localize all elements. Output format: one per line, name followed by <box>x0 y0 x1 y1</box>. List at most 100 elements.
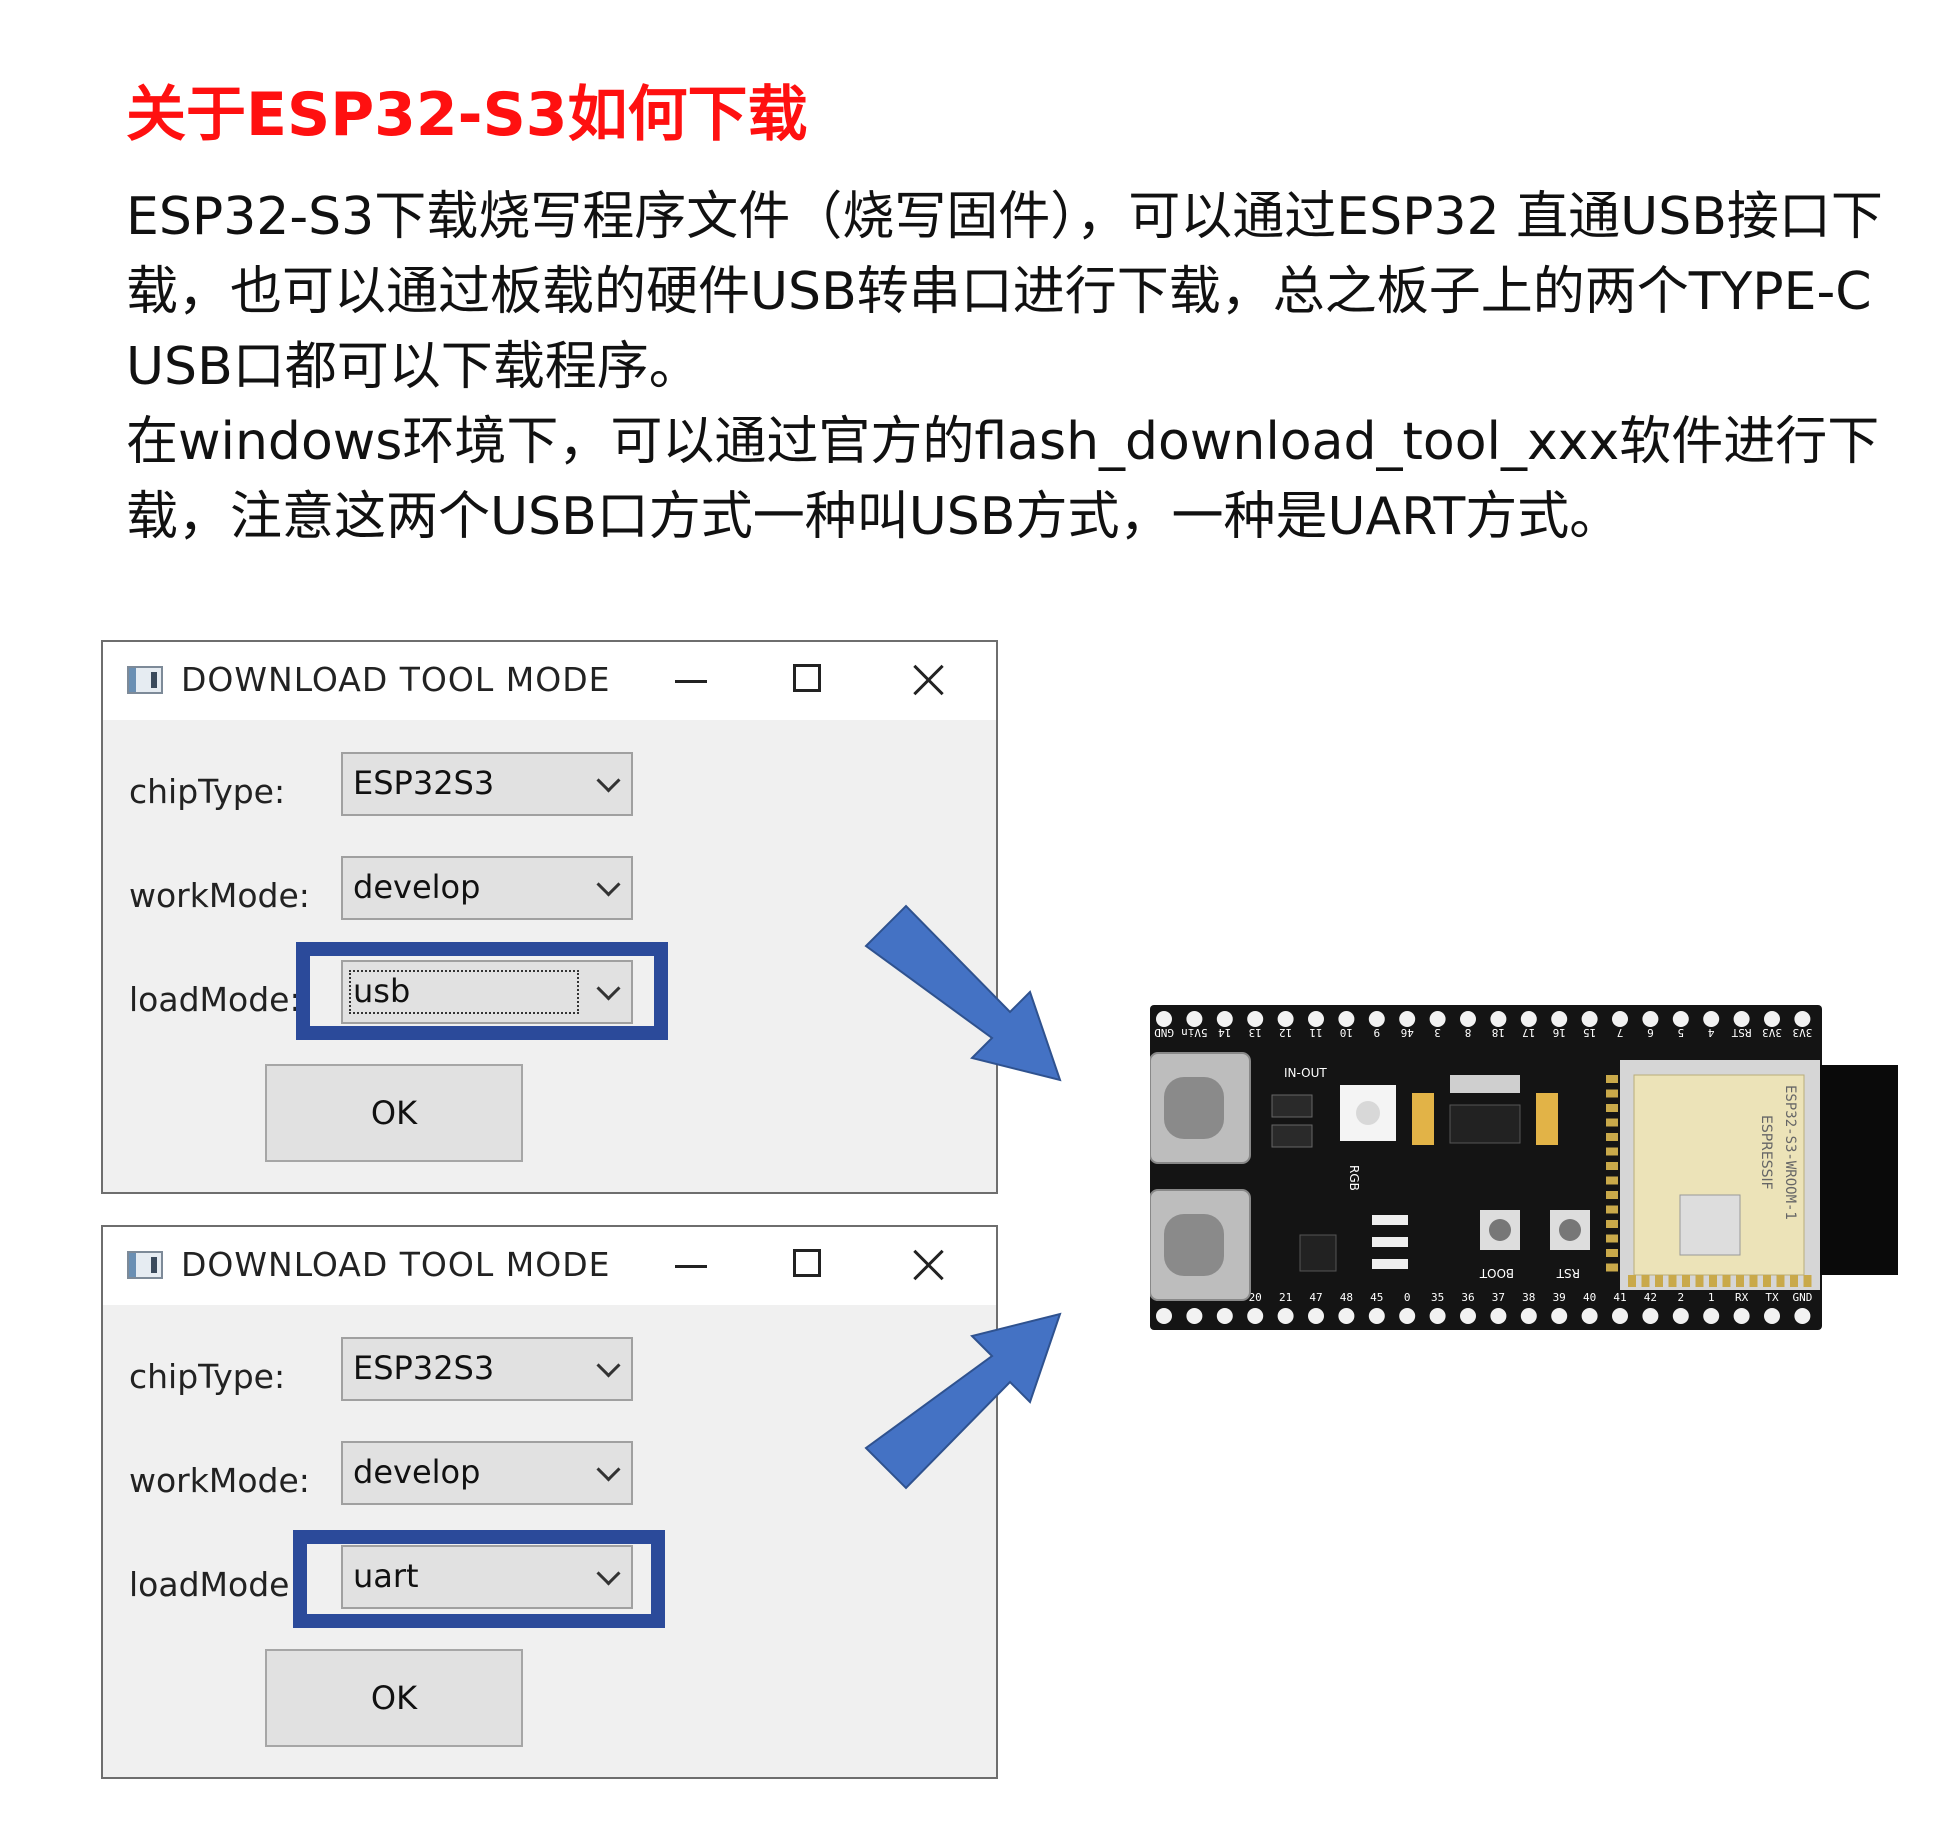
bottom-pin-label: 20 <box>1249 1291 1262 1304</box>
boot-label: BOOT <box>1479 1266 1514 1280</box>
top-pin-label: 18 <box>1492 1026 1505 1039</box>
pin-hole <box>1216 1308 1233 1324</box>
windows-paragraph: 在windows环境下，可以通过官方的flash_download_tool_x… <box>126 412 1880 547</box>
chiptype-label: chipType: <box>129 772 286 811</box>
module-pad <box>1749 1275 1758 1287</box>
loadmode-select[interactable]: uart <box>341 1545 633 1609</box>
loadmode-label: loadMode <box>129 1565 290 1604</box>
chevron-down-icon <box>596 768 621 793</box>
top-pin-label: 13 <box>1249 1026 1262 1039</box>
bottom-pin-label: 39 <box>1553 1291 1566 1304</box>
pin-hole <box>1277 1308 1294 1324</box>
top-pin-label: 46 <box>1401 1026 1414 1039</box>
module-pad <box>1682 1275 1690 1287</box>
pin-hole <box>1764 1308 1780 1324</box>
top-pin-label: 17 <box>1522 1026 1535 1039</box>
top-pin-label: RST <box>1731 1026 1751 1039</box>
module-pad <box>1722 1275 1731 1287</box>
pin-hole <box>1520 1011 1537 1027</box>
module-pad <box>1606 1133 1618 1141</box>
loadmode-select[interactable]: usb <box>341 960 633 1024</box>
pin-hole <box>1551 1308 1568 1324</box>
pin-hole <box>1429 1308 1446 1324</box>
module-pad <box>1606 1205 1618 1214</box>
module-pad <box>1606 1162 1618 1170</box>
dialog-title: DOWNLOAD TOOL MODE <box>181 660 611 699</box>
bottom-pin-labels: GNDGND1920214748450353637383940414221RXT… <box>1154 1291 1812 1304</box>
bottom-pin-label: 35 <box>1431 1291 1444 1304</box>
ok-button[interactable]: OK <box>265 1649 523 1747</box>
pin-hole <box>1612 1011 1628 1027</box>
top-pin-label: 12 <box>1279 1026 1292 1039</box>
close-button[interactable] <box>901 1237 961 1293</box>
bottom-pin-label: 41 <box>1613 1291 1626 1304</box>
bottom-pin-label: 0 <box>1404 1291 1411 1304</box>
chevron-down-icon <box>596 1457 621 1482</box>
pin-hole <box>1703 1011 1720 1027</box>
dialog-titlebar: DOWNLOAD TOOL MODE <box>103 642 996 720</box>
module-pad <box>1606 1104 1618 1112</box>
pin-hole <box>1368 1308 1385 1324</box>
module-pad <box>1695 1275 1704 1287</box>
minimize-button[interactable] <box>663 652 723 708</box>
dialog-titlebar: DOWNLOAD TOOL MODE <box>103 1227 996 1305</box>
chiptype-value: ESP32S3 <box>353 764 495 802</box>
module-pad <box>1606 1220 1618 1228</box>
pin-hole <box>1308 1308 1324 1324</box>
ok-button[interactable]: OK <box>265 1064 523 1162</box>
top-pin-label: 3 <box>1434 1026 1441 1039</box>
pin-hole <box>1520 1308 1537 1324</box>
minimize-button[interactable] <box>663 1237 723 1293</box>
top-pin-label: 11 <box>1309 1026 1322 1039</box>
pin-hole <box>1216 1011 1233 1027</box>
pin-hole <box>1338 1011 1355 1027</box>
maximize-icon <box>793 1249 821 1277</box>
workmode-select[interactable]: develop <box>341 856 633 920</box>
pin-hole <box>1733 1011 1750 1027</box>
chiptype-select[interactable]: ESP32S3 <box>341 1337 633 1401</box>
module-pad <box>1606 1191 1618 1199</box>
top-pin-label: 10 <box>1340 1026 1353 1039</box>
bottom-pin-label: 1 <box>1708 1291 1715 1304</box>
loadmode-value: usb <box>353 972 411 1010</box>
pin-hole <box>1429 1011 1446 1027</box>
top-pin-holes <box>1156 1011 1811 1027</box>
pin-hole <box>1277 1011 1294 1027</box>
maximize-button[interactable] <box>781 652 841 708</box>
bottom-pin-label: 45 <box>1370 1291 1383 1304</box>
highlight-box <box>293 1530 665 1628</box>
bottom-pin-label: 37 <box>1492 1291 1505 1304</box>
workmode-label: workMode: <box>129 1461 310 1500</box>
pin-hole <box>1672 1011 1689 1027</box>
intro-paragraph: ESP32-S3下载烧写程序文件（烧写固件），可以通过ESP32 直通USB接口… <box>126 187 1883 397</box>
pin-hole <box>1460 1308 1476 1324</box>
maximize-button[interactable] <box>781 1237 841 1293</box>
module-pads <box>1606 1075 1812 1287</box>
workmode-value: develop <box>353 868 481 906</box>
module-pad <box>1606 1089 1618 1098</box>
module-pad <box>1803 1275 1812 1287</box>
top-pin-label: GND <box>1154 1026 1174 1039</box>
workmode-select[interactable]: develop <box>341 1441 633 1505</box>
highlight-box <box>296 942 668 1040</box>
workmode-value: develop <box>353 1453 481 1491</box>
workmode-label: workMode: <box>129 876 310 915</box>
close-button[interactable] <box>901 652 961 708</box>
pin-hole <box>1156 1308 1172 1324</box>
pin-hole <box>1794 1308 1811 1324</box>
chiptype-value: ESP32S3 <box>353 1349 495 1387</box>
top-pin-label: 5 <box>1677 1026 1684 1039</box>
minimize-icon <box>675 680 707 683</box>
top-pin-label: 8 <box>1465 1026 1472 1039</box>
pin-hole <box>1703 1308 1720 1324</box>
bottom-pin-label: 36 <box>1461 1291 1474 1304</box>
rst-label: RST <box>1556 1266 1580 1280</box>
chiptype-select[interactable]: ESP32S3 <box>341 752 633 816</box>
pin-hole <box>1368 1011 1385 1027</box>
loadmode-label: loadMode: <box>129 980 301 1019</box>
module-pad <box>1736 1275 1744 1287</box>
module-pad <box>1628 1275 1636 1287</box>
download-tool-dialog-usb: DOWNLOAD TOOL MODE chipType: ESP32S3 wor… <box>101 640 998 1194</box>
